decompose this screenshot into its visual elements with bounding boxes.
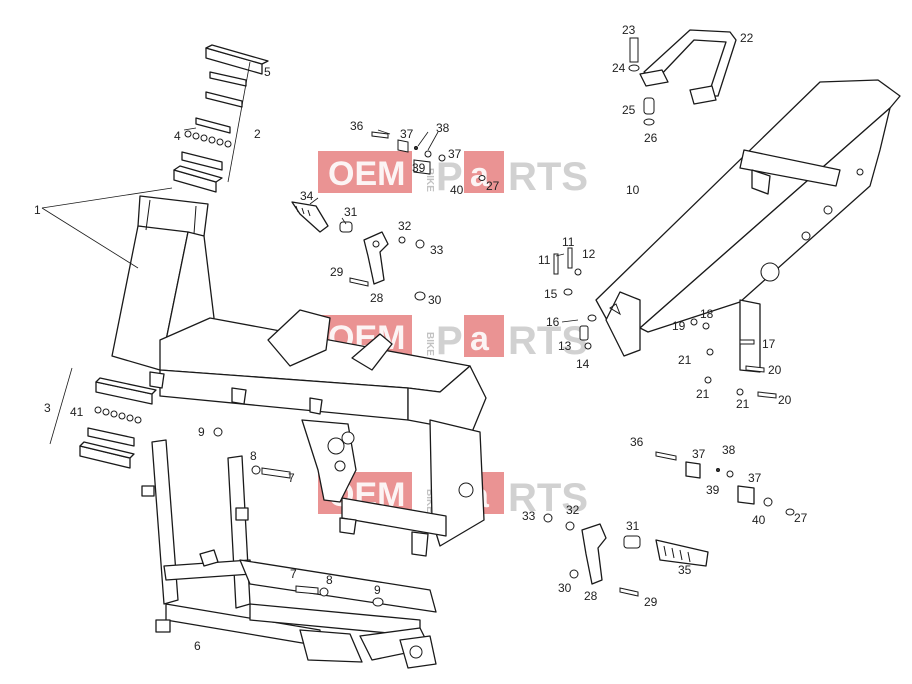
callout-9a: 9 (198, 425, 205, 439)
callout-37d: 37 (748, 471, 762, 485)
callout-36a: 36 (350, 119, 364, 133)
callout-33a: 33 (430, 243, 444, 257)
rear-subframe (595, 79, 901, 373)
callout-17: 17 (762, 337, 776, 351)
callout-labels: 1 2 3 4 5 6 7 7 8 8 9 9 10 11 11 12 13 1… (34, 23, 808, 653)
callout-12: 12 (582, 247, 596, 261)
callout-5: 5 (264, 65, 271, 79)
callout-35: 35 (678, 563, 692, 577)
callout-30a: 30 (428, 293, 442, 307)
watermark-top: OEM BIKE P a RTS (318, 151, 588, 199)
callout-22: 22 (740, 31, 754, 45)
watermark-oem-text: OEM (328, 155, 405, 193)
callout-41: 41 (70, 405, 84, 419)
callout-31a: 31 (344, 205, 358, 219)
callout-3: 3 (44, 401, 51, 415)
callout-31b: 31 (626, 519, 640, 533)
callout-8a: 8 (250, 449, 257, 463)
callout-40b: 40 (752, 513, 766, 527)
callout-38b: 38 (722, 443, 736, 457)
callout-11a: 11 (538, 253, 551, 267)
callout-23: 23 (622, 23, 636, 37)
callout-29b: 29 (644, 595, 658, 609)
callout-24: 24 (612, 61, 626, 75)
svg-text:BIKE: BIKE (424, 489, 435, 513)
lower-cradle-frame (141, 439, 437, 669)
callout-29a: 29 (330, 265, 344, 279)
callout-25: 25 (622, 103, 636, 117)
callout-27a: 27 (486, 179, 500, 193)
callout-9b: 9 (374, 583, 381, 597)
callout-37c: 37 (692, 447, 706, 461)
leader-lines (41, 127, 579, 323)
callout-16: 16 (546, 315, 560, 329)
callout-7b: 7 (290, 567, 297, 581)
callout-40a: 40 (450, 183, 464, 197)
callout-30b: 30 (558, 581, 572, 595)
callout-20a: 20 (768, 363, 782, 377)
callout-38a: 38 (436, 121, 450, 135)
callout-6: 6 (194, 639, 201, 653)
grab-handle (639, 29, 737, 105)
svg-text:BIKE: BIKE (424, 168, 435, 192)
callout-28b: 28 (584, 589, 598, 603)
callout-10: 10 (626, 183, 640, 197)
svg-text:a: a (470, 320, 490, 358)
callout-1: 1 (34, 203, 41, 217)
callout-19: 19 (672, 319, 686, 333)
callout-37b: 37 (448, 147, 462, 161)
svg-text:P: P (436, 319, 463, 363)
callout-15: 15 (544, 287, 558, 301)
callout-33b: 33 (522, 509, 536, 523)
fasteners (213, 37, 795, 607)
svg-text:RTS: RTS (508, 319, 588, 363)
callout-21b: 21 (696, 387, 710, 401)
callout-32a: 32 (398, 219, 412, 233)
callout-27b: 27 (794, 511, 808, 525)
svg-text:BIKE: BIKE (424, 332, 435, 356)
main-frame (111, 195, 487, 557)
callout-39a: 39 (412, 161, 426, 175)
callout-37a: 37 (400, 127, 414, 141)
svg-text:P: P (436, 155, 463, 199)
callout-32b: 32 (566, 503, 580, 517)
callout-7a: 7 (288, 471, 295, 485)
svg-text:RTS: RTS (508, 476, 588, 520)
callout-18: 18 (700, 307, 714, 321)
callout-39b: 39 (706, 483, 720, 497)
callout-2: 2 (254, 127, 261, 141)
callout-14: 14 (576, 357, 590, 371)
callout-26: 26 (644, 131, 658, 145)
callout-21c: 21 (736, 397, 750, 411)
callout-4: 4 (174, 129, 181, 143)
callout-13: 13 (558, 339, 572, 353)
steering-bearing-set-bottom (49, 367, 157, 469)
svg-text:RTS: RTS (508, 155, 588, 199)
callout-8b: 8 (326, 573, 333, 587)
svg-text:a: a (470, 156, 490, 194)
callout-11b: 11 (562, 235, 575, 249)
callout-21a: 21 (678, 353, 692, 367)
callout-36b: 36 (630, 435, 644, 449)
steering-bearing-set-top (173, 44, 269, 193)
callout-34: 34 (300, 189, 314, 203)
callout-28a: 28 (370, 291, 384, 305)
callout-20b: 20 (778, 393, 792, 407)
